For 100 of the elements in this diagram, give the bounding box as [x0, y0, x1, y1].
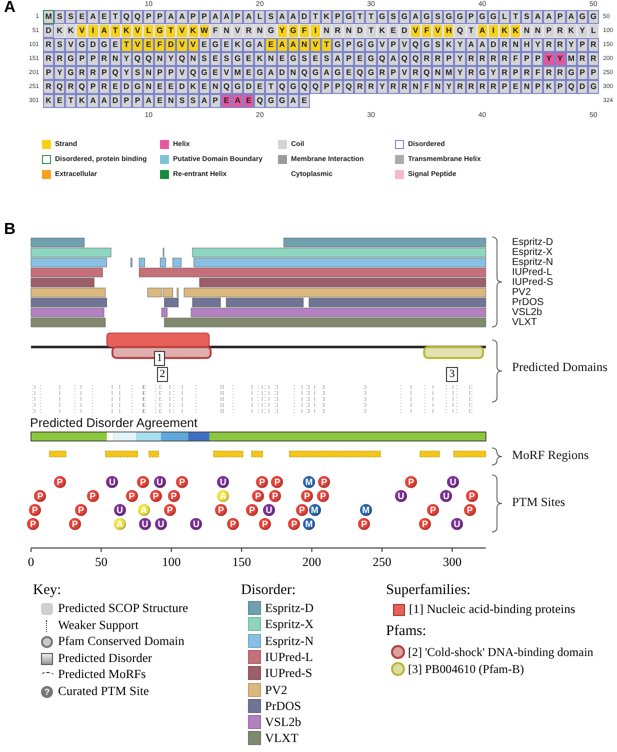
residue-cell: T [321, 38, 332, 52]
residue-cell: G [421, 10, 432, 24]
ptm-site-marker: U [451, 518, 463, 530]
residue-cell: A [232, 94, 244, 108]
residue-cell: R [421, 52, 432, 66]
residue-cell: T [65, 94, 76, 108]
ptm-site-marker: P [150, 490, 162, 502]
residue-cell: N [298, 38, 310, 52]
ptm-site-marker: U [395, 490, 407, 502]
ptm-site-marker: P [269, 490, 281, 502]
residue-cell: E [343, 66, 354, 80]
residue-cell: E [354, 52, 366, 66]
residue-cell: D [488, 38, 499, 52]
residue-cell: R [43, 52, 54, 66]
residue-cell: P [332, 80, 344, 94]
residue-cell: P [87, 80, 99, 94]
residue-cell: P [165, 66, 176, 80]
residue-cell: G [265, 94, 276, 108]
residue-cell: Q [298, 80, 310, 94]
residue-cell: V [132, 24, 144, 38]
residue-cell: G [365, 38, 377, 52]
residue-cell: T [110, 24, 121, 38]
residue-cell: Q [188, 66, 199, 80]
residue-cell: T [466, 24, 477, 38]
ptm-site-marker: U [106, 476, 118, 488]
ptm-site-marker: P [301, 490, 313, 502]
residue-cell: Q [143, 52, 154, 66]
residue-cell: E [143, 38, 154, 52]
ptm-site-marker: P [168, 490, 180, 502]
residue-cell: V [376, 38, 388, 52]
axis-tick-label: 100 [162, 556, 181, 568]
ptm-site-marker: U [190, 518, 202, 530]
residue-cell: M [566, 52, 577, 66]
residue-cell: G [65, 52, 76, 66]
residue-cell: G [443, 10, 454, 24]
residue-cell: K [232, 38, 244, 52]
axis-tick-label: 0 [28, 556, 34, 568]
residue-cell: G [310, 66, 321, 80]
legend-label: [1] Nucleic acid-binding proteins [409, 603, 576, 616]
residue-cell: T [310, 10, 321, 24]
residue-cell: K [321, 10, 332, 24]
residue-cell: R [576, 52, 588, 66]
residue-cell: V [132, 38, 144, 52]
residue-cell: R [243, 24, 254, 38]
residue-cell: N [532, 24, 544, 38]
residue-cell: H [521, 38, 532, 52]
residue-cell: G [288, 24, 299, 38]
residue-cell: P [232, 10, 244, 24]
ptm-site-marker: P [317, 490, 329, 502]
residue-cell: G [421, 38, 432, 52]
ptm-site-marker: A [114, 518, 126, 530]
residue-cell: P [154, 66, 166, 80]
ptm-site-marker: M [303, 518, 315, 530]
residue-cell: V [220, 66, 232, 80]
residue-cell: N [165, 94, 176, 108]
legend-label: Predicted SCOP Structure [58, 602, 188, 614]
residue-cell: R [54, 52, 66, 66]
axis-tick-label: 250 [372, 556, 392, 568]
residue-cell: V [176, 24, 188, 38]
residue-cell: V [65, 38, 76, 52]
track-label: VLXT [512, 318, 538, 328]
residue-cell: Y [566, 38, 577, 52]
residue-cell: D [176, 80, 188, 94]
legend-heading: Key: [33, 583, 62, 598]
residue-cell: F [298, 24, 310, 38]
residue-cell: Q [54, 80, 66, 94]
residue-cell: E [154, 80, 166, 94]
residue-cell: R [554, 38, 566, 52]
residue-cell: R [554, 24, 566, 38]
residue-cell: I [310, 24, 321, 38]
residue-cell: A [243, 10, 254, 24]
legend-heading: Superfamilies: [386, 583, 471, 598]
residue-cell: Y [54, 66, 66, 80]
residue-cell: R [98, 52, 110, 66]
residue-cell: K [543, 80, 554, 94]
legend-label: Predicted Disorder [58, 652, 152, 664]
residue-cell: A [288, 94, 299, 108]
track-label: PV2 [512, 288, 531, 298]
residue-cell: A [98, 94, 110, 108]
residue-cell: L [143, 24, 154, 38]
residue-cell: G [566, 66, 577, 80]
ptm-site-marker: P [246, 504, 258, 516]
residue-cell: R [388, 80, 399, 94]
legend-heading: Disorder: [241, 583, 296, 598]
residue-cell: P [498, 80, 510, 94]
residue-cell: E [388, 24, 399, 38]
residue-cell: S [388, 10, 399, 24]
residue-cell: K [254, 52, 266, 66]
residue-cell: R [498, 66, 510, 80]
legend-label: Espritz-X [265, 618, 314, 631]
residue-cell: L [254, 10, 266, 24]
residue-cell: Y [488, 66, 499, 80]
ptm-site-marker: P [271, 476, 284, 488]
residue-cell: N [321, 24, 332, 38]
ptm-site-marker: P [68, 518, 81, 530]
residue-cell: G [288, 80, 299, 94]
residue-cell: K [76, 94, 88, 108]
residue-cell: N [432, 80, 444, 94]
residue-cell: F [154, 38, 166, 52]
residue-cell: E [165, 80, 176, 94]
